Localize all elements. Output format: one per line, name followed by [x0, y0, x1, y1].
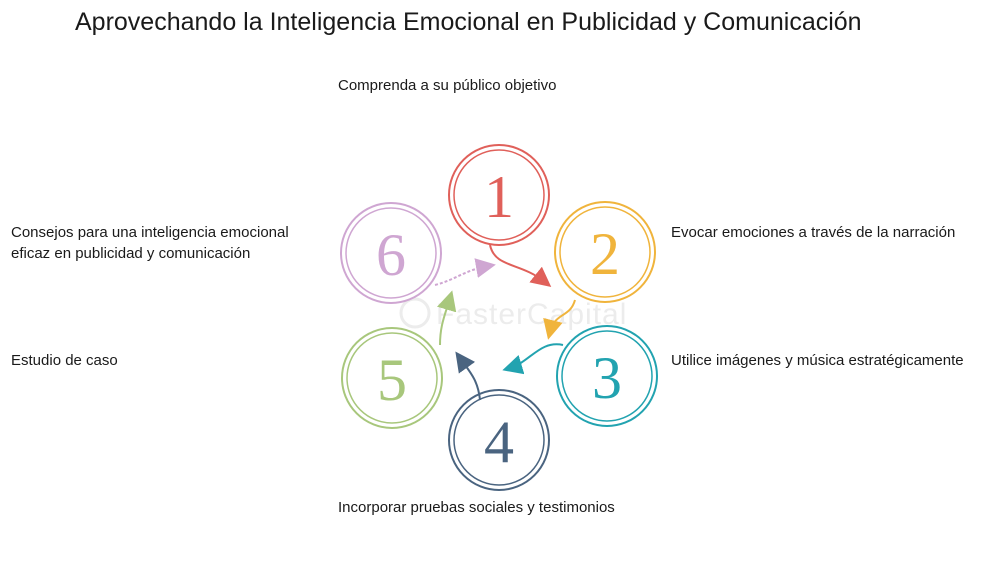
- step-5-number: 5: [377, 347, 407, 413]
- step-4-label: Incorporar pruebas sociales y testimonio…: [338, 499, 615, 516]
- step-2-number: 2: [590, 221, 620, 287]
- step-4-number: 4: [484, 409, 514, 475]
- connector-5-to-6: [437, 290, 457, 346]
- step-1-number: 1: [484, 164, 514, 230]
- connector-2-to-3: [543, 299, 576, 340]
- step-6-circle: 6: [340, 202, 442, 304]
- step-1-circle: 1: [448, 144, 550, 246]
- connector-3-to-4: [502, 343, 564, 375]
- step-3-circle: 3: [556, 325, 658, 427]
- connector-1-to-2: [489, 244, 552, 287]
- connector-6-to-1: [434, 258, 496, 286]
- watermark-logo-icon: [399, 297, 431, 329]
- page-title: Aprovechando la Inteligencia Emocional e…: [75, 8, 862, 36]
- step-5-circle: 5: [341, 327, 443, 429]
- step-5-label: Estudio de caso: [11, 352, 118, 369]
- watermark-text: FasterCapital: [436, 298, 627, 331]
- step-6-label: Consejos para una inteligencia emocional…: [11, 224, 289, 262]
- step-4-circle: 4: [448, 389, 550, 491]
- connector-4-to-5: [455, 351, 481, 401]
- step-3-number: 3: [592, 345, 622, 411]
- watermark: FasterCapital: [399, 297, 627, 331]
- step-3-label: Utilice imágenes y música estratégicamen…: [671, 352, 964, 369]
- step-6-number: 6: [376, 222, 406, 288]
- step-1-label: Comprenda a su público objetivo: [338, 77, 557, 94]
- step-2-label: Evocar emociones a través de la narració…: [671, 224, 956, 241]
- step-2-circle: 2: [554, 201, 656, 303]
